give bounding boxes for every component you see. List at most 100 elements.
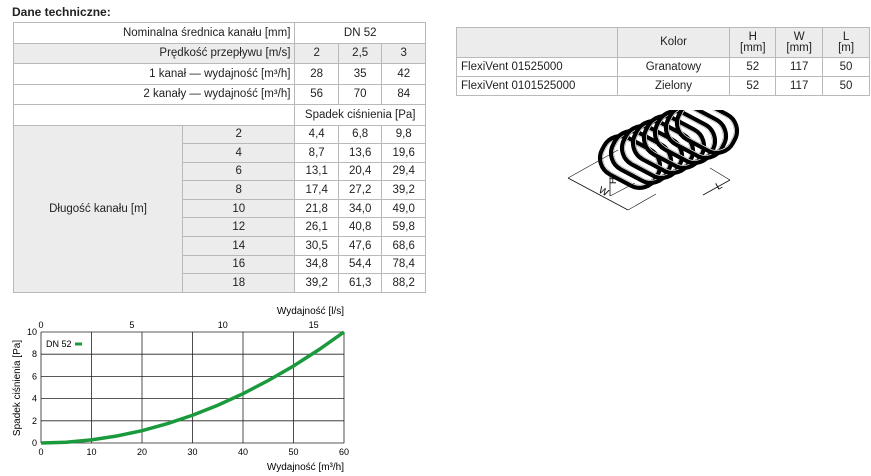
- x-tick-label: 50: [288, 447, 298, 457]
- x2-tick-label: 15: [309, 320, 319, 330]
- pressure-cell: 30,5: [294, 236, 339, 256]
- pressure-label: Spadek ciśnienia [Pa]: [294, 104, 426, 126]
- x2-axis-title: Wydajność [l/s]: [277, 306, 344, 317]
- product-cell: 50: [822, 57, 870, 77]
- pressure-cell: 47,6: [337, 236, 383, 256]
- length-label: Długość kanału [m]: [13, 124, 183, 293]
- speed: 2,5: [337, 42, 383, 64]
- dim-w: W: [597, 185, 611, 199]
- pressure-cell: 21,8: [294, 198, 339, 219]
- header-cell: L[m]: [822, 27, 870, 58]
- product-cell: Granatowy: [616, 57, 731, 77]
- x-tick-label: 40: [238, 447, 248, 457]
- pressure-cell: 6,8: [337, 124, 383, 145]
- y-tick-label: 8: [32, 349, 37, 359]
- product-cell: 50: [822, 76, 870, 96]
- pressure-cell: 13,6: [337, 143, 383, 163]
- y-tick-label: 0: [32, 438, 37, 448]
- section-title: Dane techniczne:: [12, 5, 111, 19]
- diameter-value: DN 52: [294, 22, 426, 44]
- product-cell: 117: [775, 76, 824, 96]
- length-cell: 4: [181, 143, 296, 163]
- length-cell: 18: [181, 273, 296, 293]
- pressure-cell: 61,3: [337, 273, 383, 293]
- x-tick-label: 30: [187, 447, 197, 457]
- length-cell: 12: [181, 217, 296, 238]
- product-cell: 52: [729, 76, 777, 96]
- flow: 35: [337, 63, 383, 85]
- pressure-cell: 20,4: [337, 161, 383, 182]
- pressure-cell: 49,0: [381, 198, 426, 219]
- pressure-cell: 17,4: [294, 180, 339, 200]
- pressure-cell: 59,8: [381, 217, 426, 238]
- dim-h: H: [608, 178, 618, 185]
- product-cell: FlexiVent 0101525000: [456, 76, 618, 96]
- header-cell: H[mm]: [729, 27, 777, 58]
- x2-tick-label: 5: [129, 320, 134, 330]
- pressure-cell: 26,1: [294, 217, 339, 238]
- length-cell: 10: [181, 198, 296, 219]
- length-cell: 8: [181, 180, 296, 200]
- product-cell: FlexiVent 01525000: [456, 57, 618, 77]
- pressure-cell: 34,8: [294, 254, 339, 275]
- pressure-cell: 34,0: [337, 198, 383, 219]
- product-cell: Zielony: [616, 76, 731, 96]
- x2-tick-label: 10: [218, 320, 228, 330]
- dim-l: L: [714, 180, 725, 193]
- length-cell: 2: [181, 124, 296, 145]
- pressure-cell: 54,4: [337, 254, 383, 275]
- x2-tick-label: 0: [38, 320, 43, 330]
- length-cell: 14: [181, 236, 296, 256]
- one-channel-label: 1 kanał — wydajność [m³/h]: [12, 63, 296, 85]
- header-cell: [456, 27, 618, 58]
- header-cell: W[mm]: [775, 27, 824, 58]
- y-tick-label: 6: [32, 371, 37, 381]
- x-tick-label: 10: [86, 447, 96, 457]
- speed-label: Prędkość przepływu [m/s]: [12, 42, 296, 64]
- x-tick-label: 20: [137, 447, 147, 457]
- flow: 42: [381, 63, 426, 85]
- product-cell: 117: [775, 57, 824, 77]
- product-cell: 52: [729, 57, 777, 77]
- pressure-cell: 9,8: [381, 124, 426, 145]
- pressure-cell: 13,1: [294, 161, 339, 182]
- pressure-cell: 29,4: [381, 161, 426, 182]
- diameter-label: Nominalna średnica kanału [mm]: [12, 22, 296, 44]
- spec-table: Nominalna średnica kanału [mm]DN 52 Pręd…: [12, 22, 426, 293]
- duct-diagram: W H L: [567, 110, 740, 211]
- series-line-dn52: [40, 330, 346, 445]
- two-channel-label: 2 kanały — wydajność [m³/h]: [12, 83, 296, 105]
- pressure-cell: 40,8: [337, 217, 383, 238]
- flow: 28: [294, 63, 339, 85]
- pressure-cell: 78,4: [381, 254, 426, 275]
- legend-label: DN 52: [46, 339, 72, 349]
- flow: 70: [337, 83, 383, 105]
- speed: 2: [294, 42, 339, 64]
- x-tick-label: 0: [38, 447, 43, 457]
- flow: 84: [381, 83, 426, 105]
- pressure-cell: 4,4: [294, 124, 339, 145]
- y-tick-label: 10: [27, 327, 37, 337]
- pressure-cell: 88,2: [381, 273, 426, 293]
- pressure-cell: 19,6: [381, 143, 426, 163]
- pressure-cell: 39,2: [381, 180, 426, 200]
- pressure-cell: 39,2: [294, 273, 339, 293]
- y-tick-label: 4: [32, 394, 37, 404]
- y-axis-title: Spadek ciśnienia [Pa]: [12, 340, 23, 436]
- x-tick-label: 60: [339, 447, 349, 457]
- y-tick-label: 2: [32, 416, 37, 426]
- flow: 56: [294, 83, 339, 105]
- pressure-cell: 68,6: [381, 236, 426, 256]
- speed: 3: [381, 42, 426, 64]
